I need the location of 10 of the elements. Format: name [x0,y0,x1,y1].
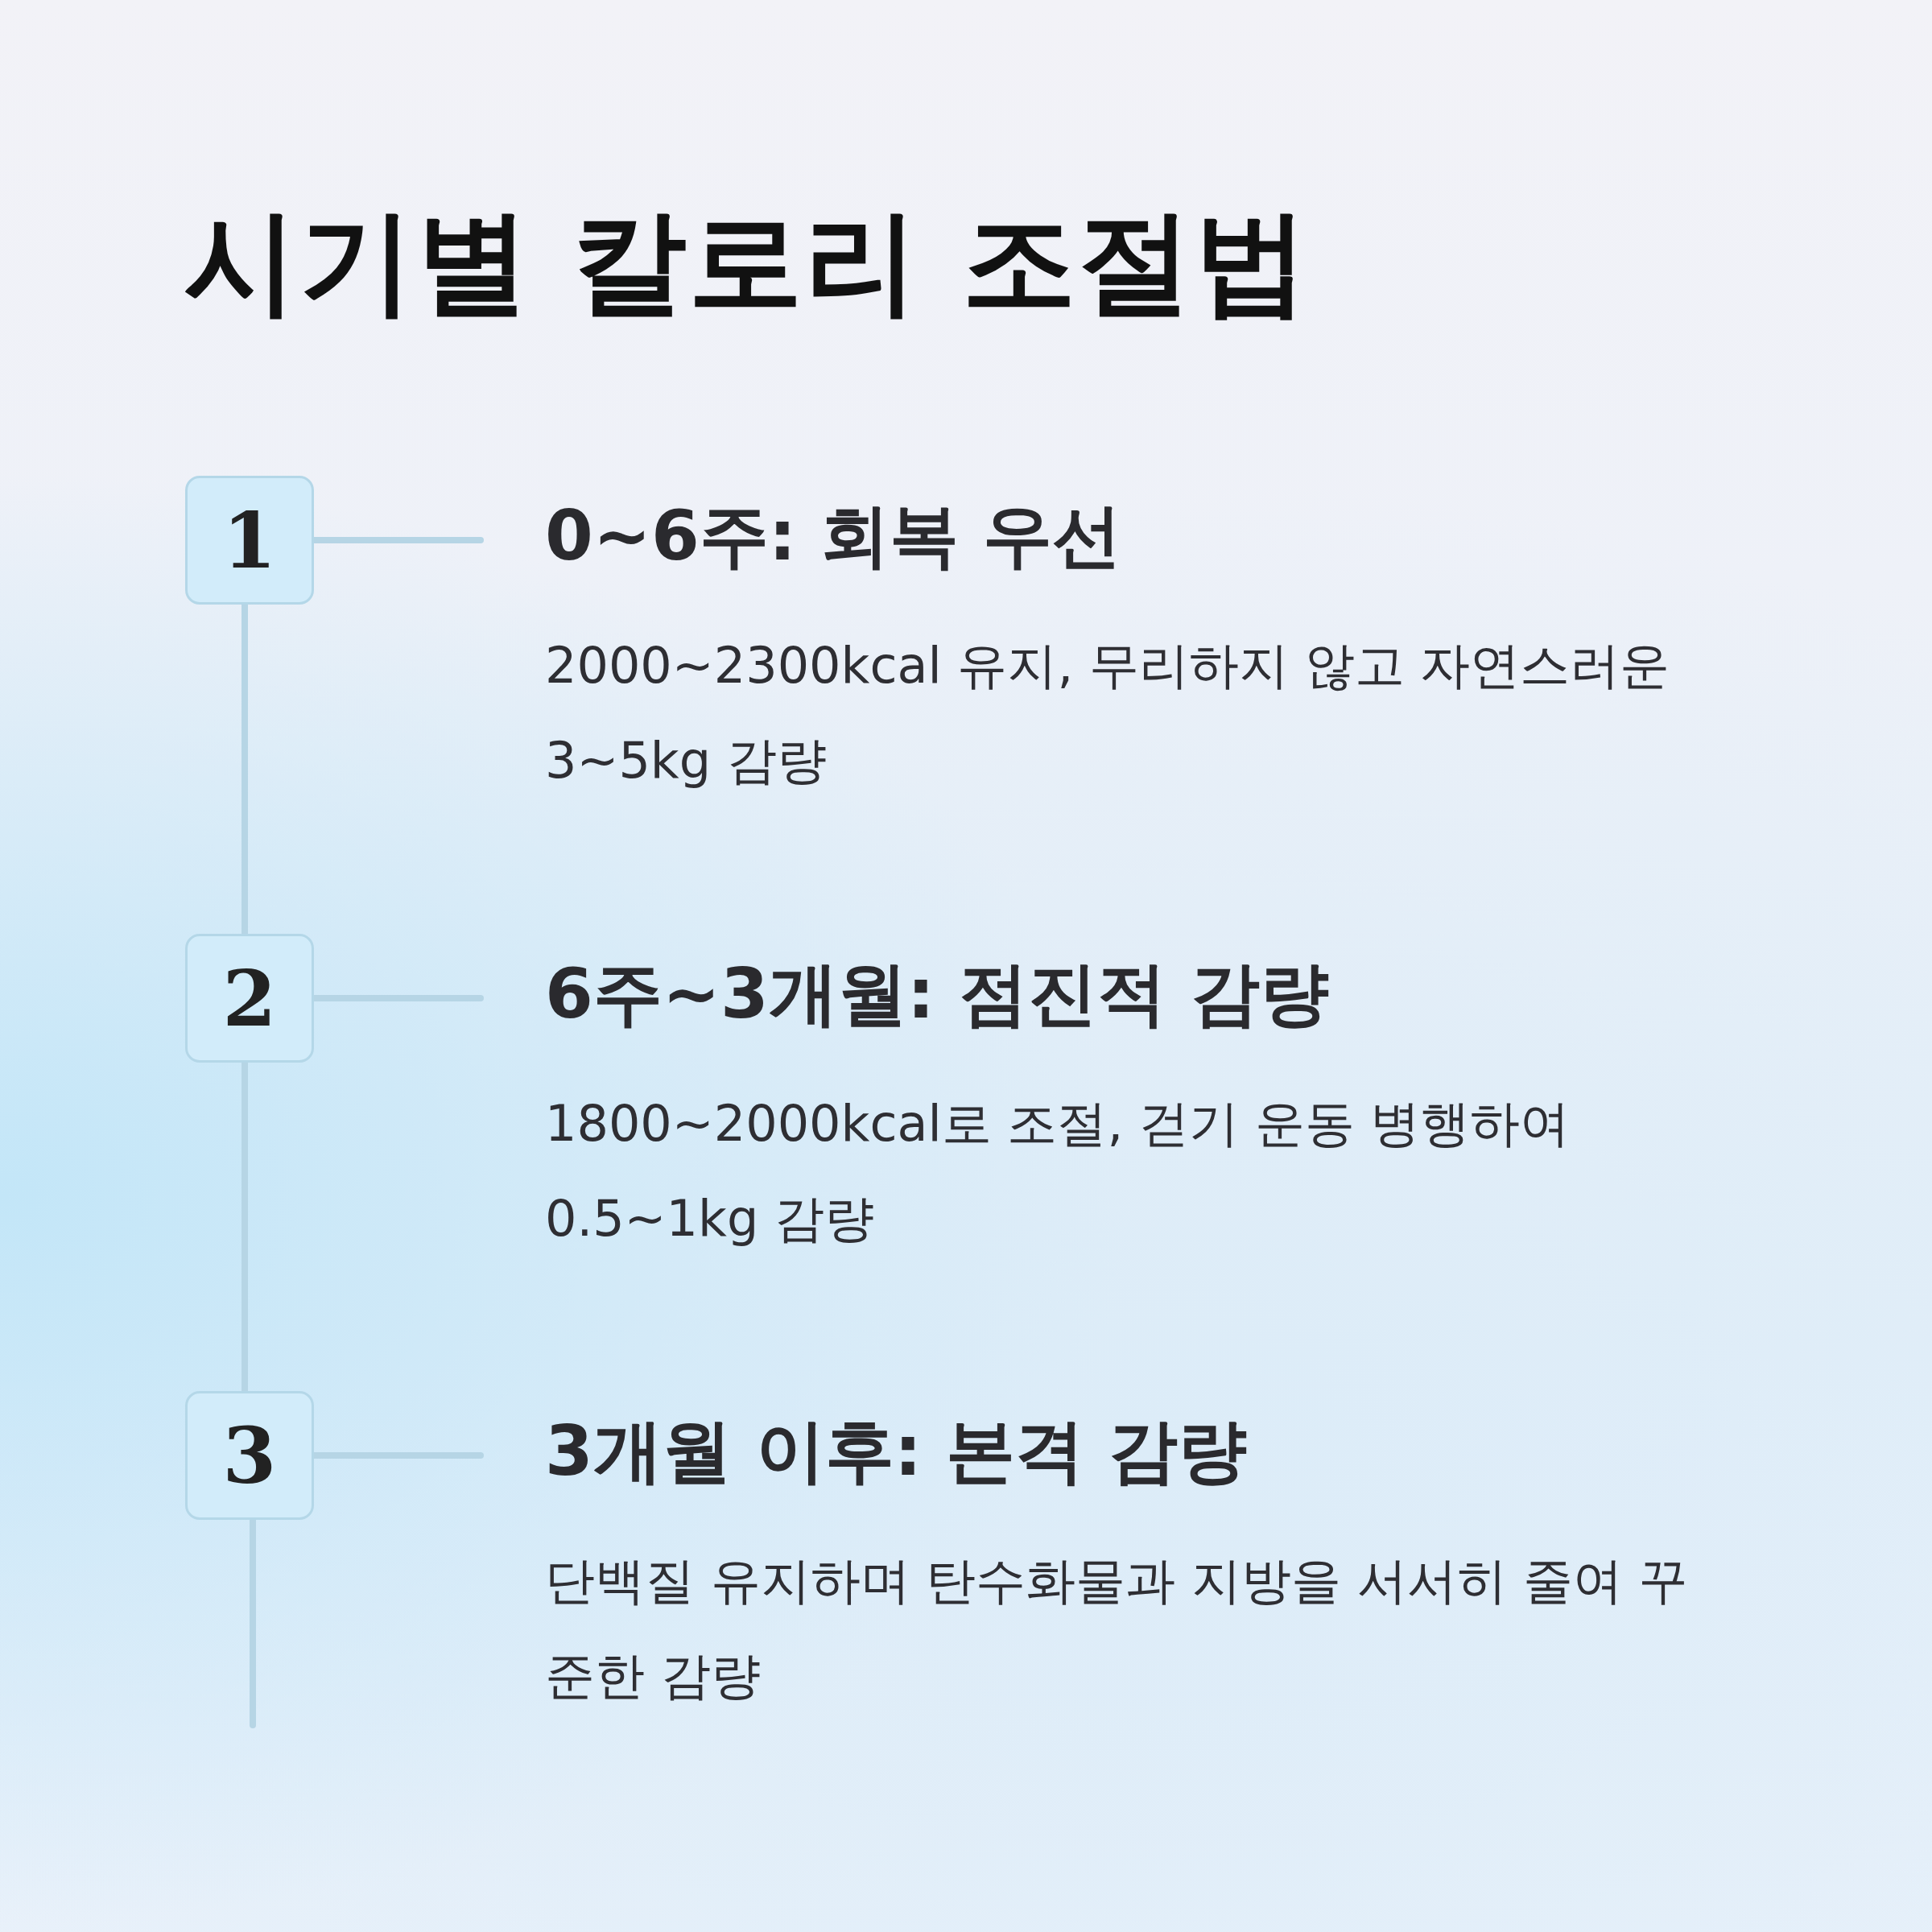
step-number-box: 3 [185,1391,314,1520]
step-number-box: 2 [185,934,314,1063]
step-heading: 6주~3개월: 점진적 감량 [545,952,1330,1035]
title: 시기별 칼로리 조절법 [184,194,1310,329]
step-description: 2000~2300kcal 유지, 무리하지 않고 자연스러운 3~5kg 감량 [545,634,1671,791]
step-heading: 0~6주: 회복 우선 [545,494,1122,577]
step-description: 1800~2000kcal로 조절, 걷기 운동 병행하여 0.5~1kg 감량 [545,1092,1571,1249]
step-description: 단백질 유지하며 탄수화물과 지방을 서서히 줄여 꾸준한 감량 [545,1550,1690,1707]
step-number-box: 1 [185,476,314,605]
step-heading: 3개월 이후: 본격 감량 [545,1410,1249,1492]
